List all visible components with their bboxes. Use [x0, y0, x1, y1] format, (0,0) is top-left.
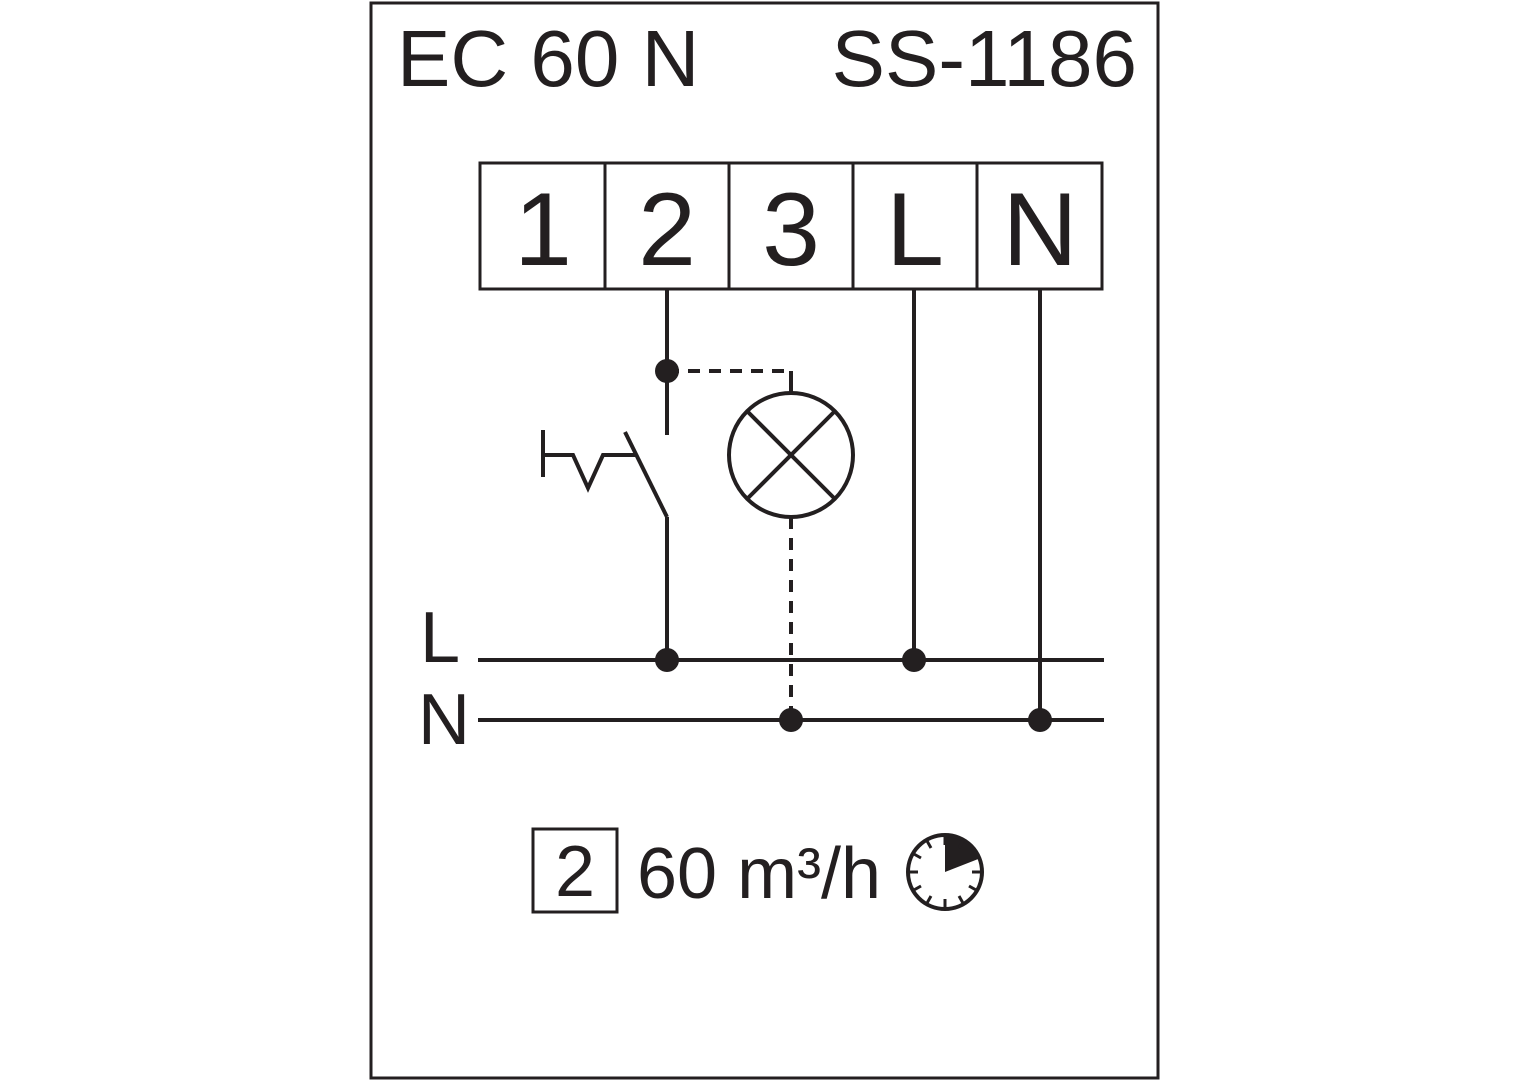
terminal-block	[478, 161, 1104, 291]
wires	[478, 289, 1104, 722]
model-code: SS-1186	[832, 14, 1137, 103]
terminal-3-label: 3	[762, 172, 820, 288]
terminal-1-label: 1	[514, 172, 572, 288]
lamp-icon	[727, 391, 855, 519]
terminal-2-label: 2	[638, 172, 696, 288]
speed-step-box	[531, 827, 619, 914]
speed-step: 2	[555, 832, 595, 912]
line-bus-label: L	[420, 598, 460, 678]
terminal-l-label: L	[886, 172, 944, 288]
pushbutton-switch-icon	[541, 430, 669, 518]
neutral-bus-label: N	[418, 680, 470, 760]
model-name: EC 60 N	[397, 14, 699, 103]
junction-dots	[655, 359, 1052, 732]
diagram-frame	[369, 1, 1160, 1080]
terminal-n-label: N	[1002, 172, 1077, 288]
timer-clock-icon	[906, 833, 984, 911]
airflow-rate: 60 m³/h	[637, 834, 881, 914]
